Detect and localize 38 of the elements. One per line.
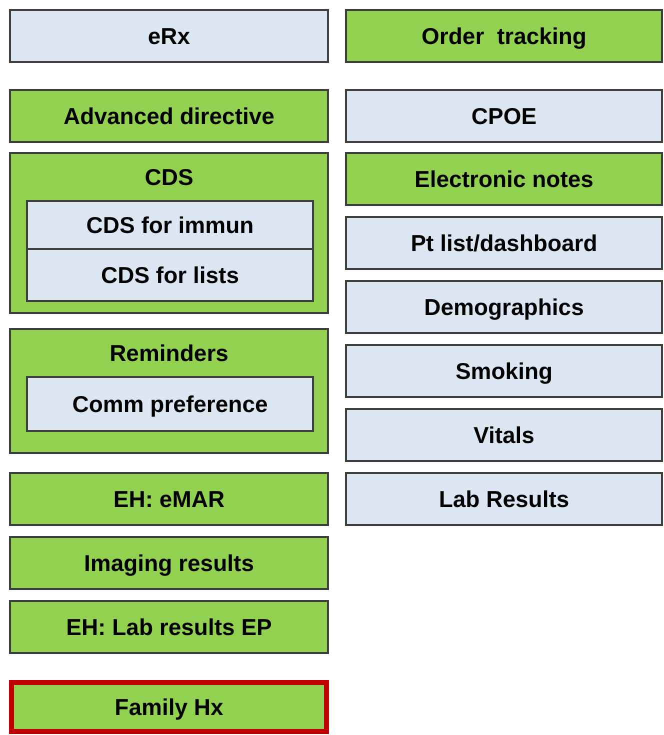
feature-label: EH: eMAR xyxy=(112,485,226,513)
feature-box xyxy=(9,680,329,734)
feature-box xyxy=(345,9,663,63)
feature-box xyxy=(9,89,329,143)
feature-box xyxy=(345,216,663,270)
feature-label: Lab Results xyxy=(438,485,570,513)
feature-box xyxy=(345,280,663,334)
feature-label: Vitals xyxy=(472,421,536,449)
group-heading: CDS xyxy=(144,163,194,191)
feature-label: Order tracking xyxy=(420,22,588,50)
feature-box xyxy=(345,344,663,398)
feature-label: Comm preference xyxy=(71,390,269,418)
feature-box xyxy=(345,152,663,206)
feature-box xyxy=(9,9,329,63)
feature-label: Advanced directive xyxy=(62,102,276,130)
feature-label: Electronic notes xyxy=(414,165,594,193)
feature-box xyxy=(26,376,314,432)
group-box xyxy=(9,328,329,454)
feature-label: Pt list/dashboard xyxy=(410,229,598,257)
feature-label: CPOE xyxy=(470,102,538,130)
feature-box xyxy=(9,536,329,590)
group-box xyxy=(9,152,329,314)
feature-box xyxy=(345,89,663,143)
feature-box xyxy=(9,600,329,654)
feature-box xyxy=(345,472,663,526)
group-heading: Reminders xyxy=(108,339,230,367)
feature-label: eRx xyxy=(146,22,192,50)
feature-box xyxy=(26,248,314,302)
feature-label: CDS for lists xyxy=(100,261,240,289)
feature-label: Smoking xyxy=(454,357,554,385)
feature-label: EH: Lab results EP xyxy=(65,613,273,641)
feature-box xyxy=(26,200,314,250)
feature-label: Family Hx xyxy=(114,693,224,721)
feature-label: Demographics xyxy=(423,293,585,321)
feature-label: Imaging results xyxy=(83,549,255,577)
feature-label: CDS for immun xyxy=(85,211,255,239)
feature-box xyxy=(345,408,663,462)
feature-box xyxy=(9,472,329,526)
